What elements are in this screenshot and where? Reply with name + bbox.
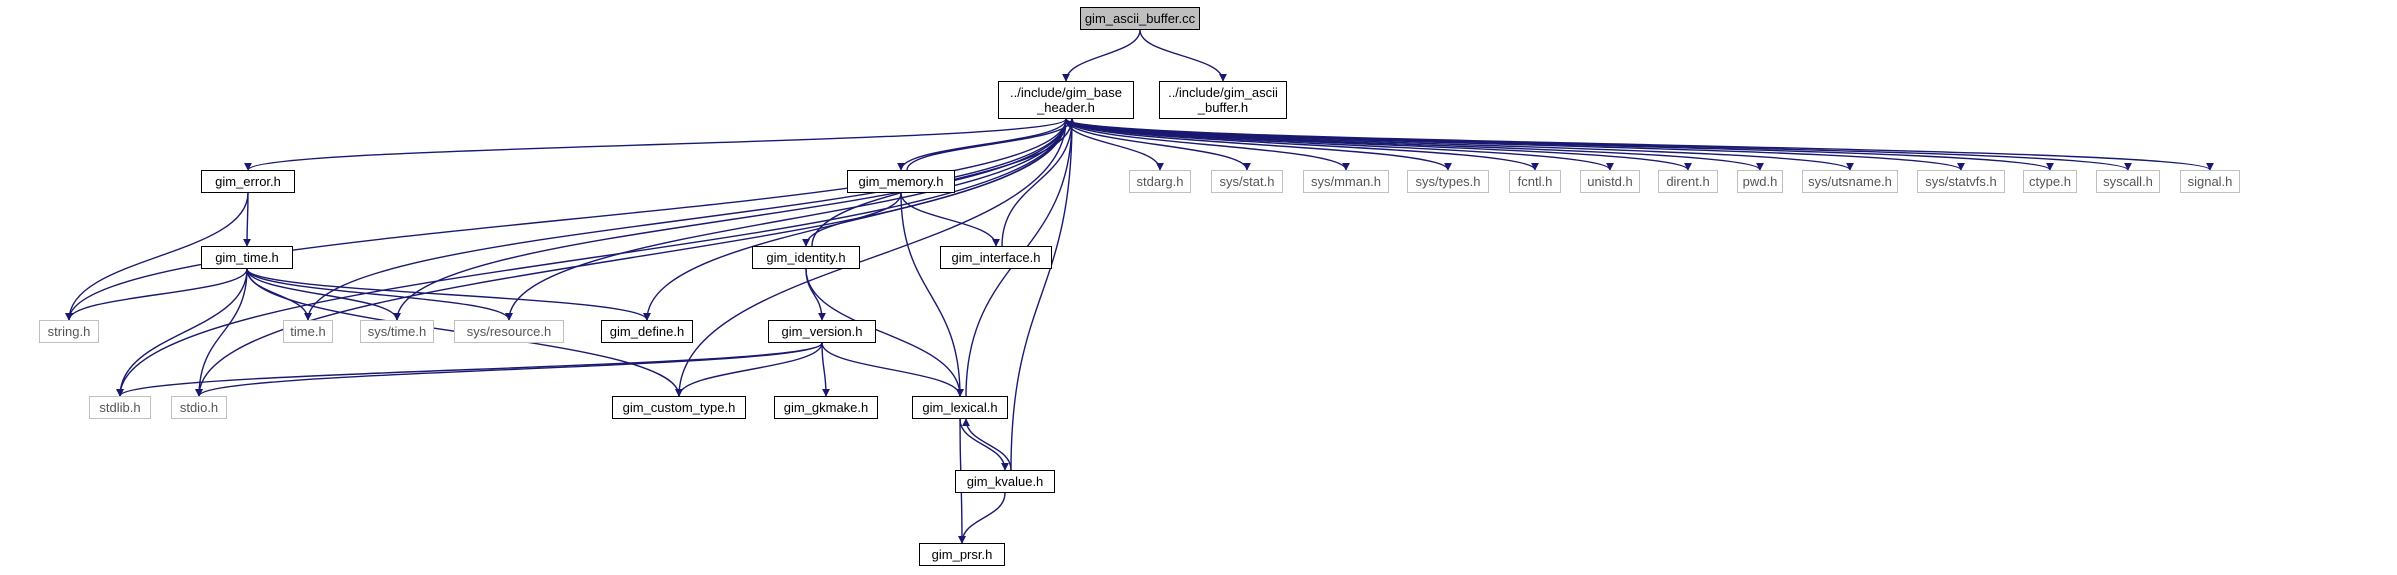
edge-base-to-stdlib (116, 118, 1067, 397)
edge-base-to-string (65, 118, 1067, 321)
node-fcntl-h: fcntl.h (1509, 170, 1561, 193)
edge-base-to-custom (675, 118, 1067, 397)
edge-base-to-error (244, 118, 1067, 171)
node-gim-time-h[interactable]: gim_time.h (201, 246, 293, 269)
edge-time-to-define (246, 268, 651, 321)
edge-kvalue-to-base (1010, 118, 1076, 471)
node-pwd-h: pwd.h (1737, 170, 1783, 193)
edge-version-to-gkmake (821, 342, 830, 397)
edge-time-to-sysres (246, 268, 513, 321)
edge-base-to-memory (897, 118, 1067, 171)
node-syscall-h: syscall.h (2096, 170, 2160, 193)
edge-lexical-to-kvalue (959, 418, 1009, 471)
edge-base-to-fcntl (1065, 118, 1539, 171)
node-gim-define-h[interactable]: gim_define.h (601, 320, 693, 343)
node-gim-kvalue-h[interactable]: gim_kvalue.h (955, 470, 1055, 493)
node-gim-lexical-h[interactable]: gim_lexical.h (912, 396, 1008, 419)
edge-base-to-sysstat (1065, 118, 1251, 171)
edge-base-to-syscall (1065, 118, 2132, 171)
edge-time-to-stdlib (116, 268, 248, 397)
node-sys-resource-h: sys/resource.h (454, 320, 564, 343)
node-sys-time-h: sys/time.h (360, 320, 434, 343)
edge-root-to-ascii (1139, 29, 1227, 82)
node-dirent-h: dirent.h (1658, 170, 1718, 193)
node-unistd-h: unistd.h (1580, 170, 1640, 193)
node-gim-ascii-buffer-cc: gim_ascii_buffer.cc (1080, 7, 1200, 30)
node-stdarg-h: stdarg.h (1129, 170, 1191, 193)
node-sys-stat-h: sys/stat.h (1211, 170, 1283, 193)
edge-version-to-stdlib (116, 342, 823, 397)
edge-memory-to-interface (900, 192, 1000, 247)
node-gim-interface-h[interactable]: gim_interface.h (940, 246, 1052, 269)
edge-error-to-string (65, 192, 249, 321)
node-sys-statvfs-h: sys/statvfs.h (1917, 170, 2005, 193)
edge-base-to-systypes (1065, 118, 1452, 171)
edge-error-to-time (243, 192, 252, 247)
edge-memory-to-base (906, 118, 1076, 171)
edge-version-to-custom (675, 342, 823, 397)
edge-root-to-base (1062, 29, 1141, 82)
edge-version-to-stdio (195, 342, 823, 397)
node-gim-prsr-h[interactable]: gim_prsr.h (919, 543, 1005, 566)
edge-version-to-lexical (821, 342, 964, 397)
edge-base-to-signal (1065, 118, 2214, 171)
node-gim-custom-type-h[interactable]: gim_custom_type.h (612, 396, 746, 419)
node-sys-types-h: sys/types.h (1407, 170, 1489, 193)
edge-identity-to-lexical (805, 268, 964, 397)
node-string-h: string.h (39, 320, 99, 343)
node-gim-gkmake-h[interactable]: gim_gkmake.h (774, 396, 878, 419)
edge-kvalue-to-prsr (958, 492, 1006, 544)
node-time-h: time.h (283, 320, 333, 343)
edge-kvalue-to-lexical (962, 418, 1012, 471)
edge-interface-to-base (1001, 118, 1076, 247)
node-sys-mman-h: sys/mman.h (1303, 170, 1389, 193)
node-gim-base-header-h[interactable]: ../include/gim_base _header.h (998, 81, 1134, 119)
edge-base-to-stdio (195, 118, 1067, 397)
node-signal-h: signal.h (2180, 170, 2240, 193)
node-stdlib-h: stdlib.h (89, 396, 151, 419)
node-gim-version-h[interactable]: gim_version.h (768, 320, 876, 343)
edge-base-to-sysres (505, 118, 1067, 321)
edge-base-to-sysmman (1065, 118, 1350, 171)
edge-time-to-systime (246, 268, 401, 321)
edge-base-to-define (643, 118, 1067, 321)
node-stdio-h: stdio.h (171, 396, 227, 419)
edge-memory-to-identity (802, 192, 902, 247)
node-ctype-h: ctype.h (2023, 170, 2077, 193)
node-gim-error-h[interactable]: gim_error.h (201, 170, 295, 193)
edge-memory-to-lexical (900, 192, 964, 397)
node-sys-utsname-h: sys/utsname.h (1802, 170, 1898, 193)
edge-base-to-stdarg (1065, 118, 1164, 171)
node-gim-memory-h[interactable]: gim_memory.h (847, 170, 955, 193)
node-gim-ascii-buffer-h[interactable]: ../include/gim_ascii _buffer.h (1159, 81, 1287, 119)
edge-time-to-stdio (195, 268, 248, 397)
edge-time-to-string (65, 268, 248, 321)
edge-base-to-systime (393, 118, 1067, 321)
node-gim-identity-h[interactable]: gim_identity.h (752, 246, 860, 269)
edge-base-to-timeh (304, 118, 1067, 321)
